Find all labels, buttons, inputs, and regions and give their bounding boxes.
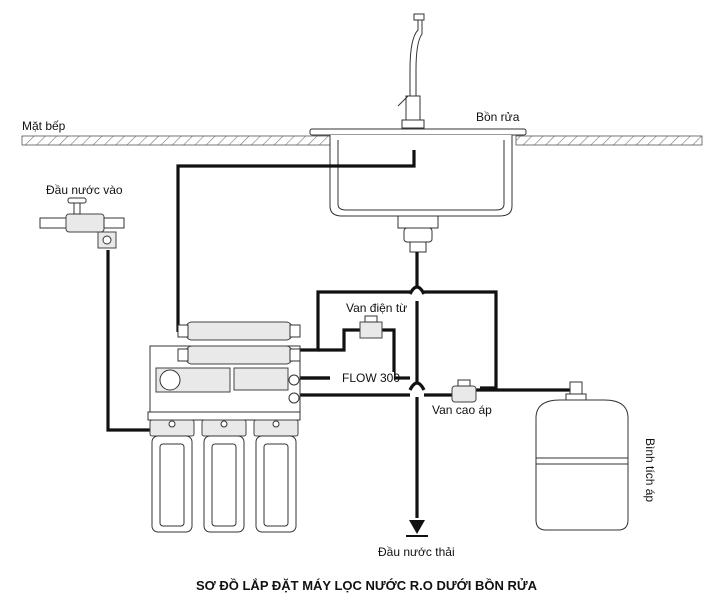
pipes xyxy=(106,150,578,518)
high-pressure-valve-label: Van cao áp xyxy=(432,403,492,417)
flow-restrictor-icon xyxy=(330,372,394,384)
water-inlet-label: Đầu nước vào xyxy=(46,183,123,197)
tank-icon xyxy=(535,381,629,531)
solenoid-valve-icon xyxy=(359,315,383,339)
drain-label: Đầu nước thải xyxy=(378,545,455,559)
faucet-icon xyxy=(397,13,425,129)
filter-housing-icon xyxy=(253,419,299,533)
filter-housing-icon xyxy=(149,419,195,533)
sink-label: Bồn rửa xyxy=(476,110,520,124)
inlet-valve-icon xyxy=(39,197,125,249)
filter-housing-icon xyxy=(201,419,247,533)
high-pressure-valve-icon xyxy=(451,379,477,403)
flow-restrictor-label: FLOW 300 xyxy=(342,371,400,385)
sink xyxy=(309,128,527,253)
filter-unit xyxy=(147,321,301,533)
drain-symbol-icon xyxy=(406,520,428,537)
diagram-caption: SƠ ĐỒ LẮP ĐẶT MÁY LỌC NƯỚC R.O DƯỚI BỒN … xyxy=(196,578,538,593)
countertop-label: Mặt bếp xyxy=(22,119,66,133)
pressure-tank-label: Bình tích áp xyxy=(643,438,657,502)
solenoid-valve-label: Van điện từ xyxy=(346,301,407,315)
